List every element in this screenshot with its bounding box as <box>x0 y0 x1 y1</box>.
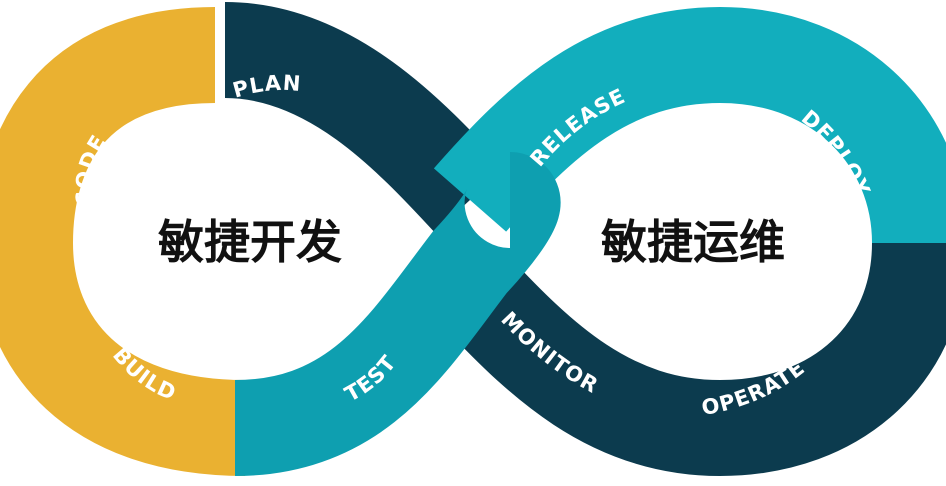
segment-release-deploy <box>433 6 946 245</box>
segment-operate-monitor <box>434 241 946 477</box>
right-center-label: 敏捷运维 <box>601 215 785 269</box>
left-loop-center <box>110 131 370 355</box>
right-loop <box>233 6 946 477</box>
segment-code-build <box>0 7 246 476</box>
right-loop-center <box>560 131 840 355</box>
left-center-label: 敏捷开发 <box>158 215 342 269</box>
